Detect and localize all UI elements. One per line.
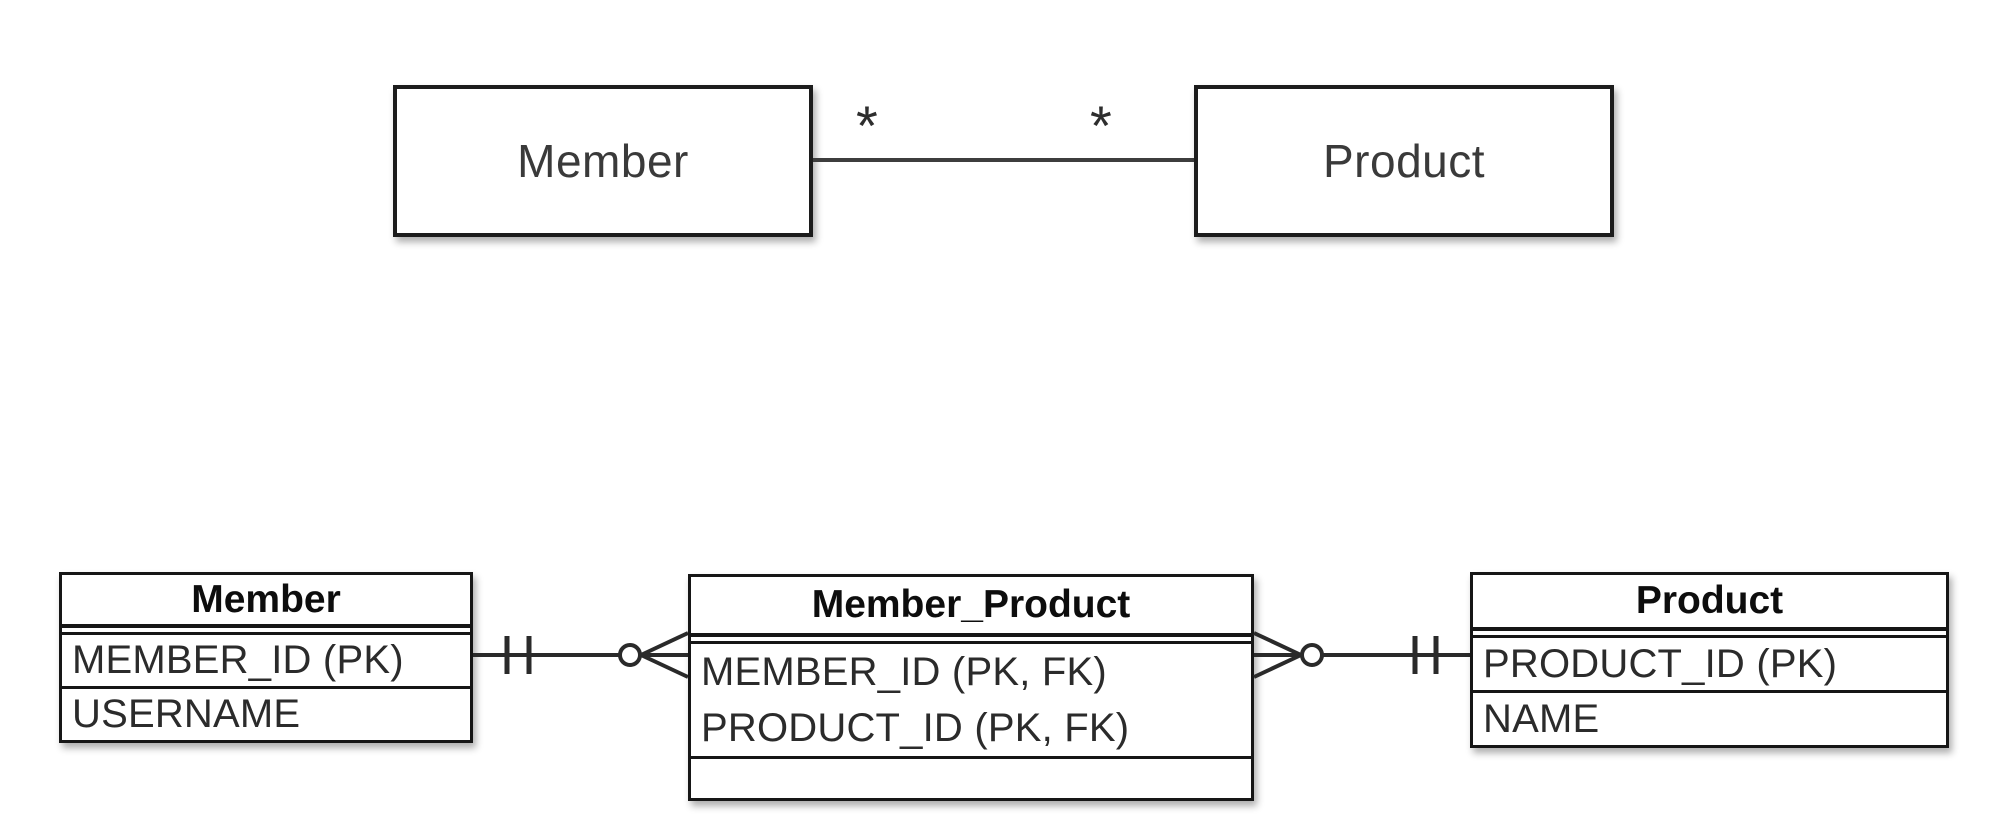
table-member-row-username: USERNAME bbox=[72, 692, 301, 736]
zero-circle bbox=[1300, 643, 1324, 667]
association-line bbox=[813, 158, 1194, 162]
header-divider bbox=[62, 624, 470, 635]
table-member-product-title: Member_Product bbox=[811, 583, 1131, 626]
table-member-product: Member_Product MEMBER_ID (PK, FK) PRODUC… bbox=[688, 574, 1254, 801]
table-member-title: Member bbox=[191, 577, 341, 621]
row-divider bbox=[1473, 690, 1946, 693]
table-member-product-row-member-id: MEMBER_ID (PK, FK) bbox=[701, 649, 1107, 694]
row-divider bbox=[691, 756, 1251, 759]
multiplicity-left-asterisk: * bbox=[856, 94, 878, 157]
crowsfoot-many bbox=[1253, 631, 1302, 679]
table-member: Member MEMBER_ID (PK) USERNAME bbox=[59, 572, 473, 743]
crowsfoot-connector-left bbox=[473, 631, 689, 679]
row-divider bbox=[62, 686, 470, 689]
table-member-product-row-product-id: PRODUCT_ID (PK, FK) bbox=[701, 705, 1130, 750]
table-product-row-product-id: PRODUCT_ID (PK) bbox=[1483, 641, 1838, 686]
class-box-member: Member bbox=[393, 85, 813, 237]
multiplicity-right-asterisk: * bbox=[1090, 94, 1112, 157]
class-product-label: Product bbox=[1322, 135, 1486, 187]
table-product-row-name: NAME bbox=[1483, 696, 1600, 741]
crowsfoot-connector-right bbox=[1253, 631, 1470, 679]
class-member-label: Member bbox=[517, 135, 689, 187]
header-divider bbox=[1473, 627, 1946, 638]
table-product-title: Product bbox=[1635, 579, 1784, 622]
class-box-product: Product bbox=[1194, 85, 1614, 237]
crowsfoot-many bbox=[640, 631, 689, 679]
table-member-product-empty-row bbox=[691, 759, 1251, 798]
header-divider bbox=[691, 633, 1251, 644]
zero-circle bbox=[618, 643, 642, 667]
table-product: Product PRODUCT_ID (PK) NAME bbox=[1470, 572, 1949, 748]
table-member-row-member-id: MEMBER_ID (PK) bbox=[72, 638, 404, 682]
